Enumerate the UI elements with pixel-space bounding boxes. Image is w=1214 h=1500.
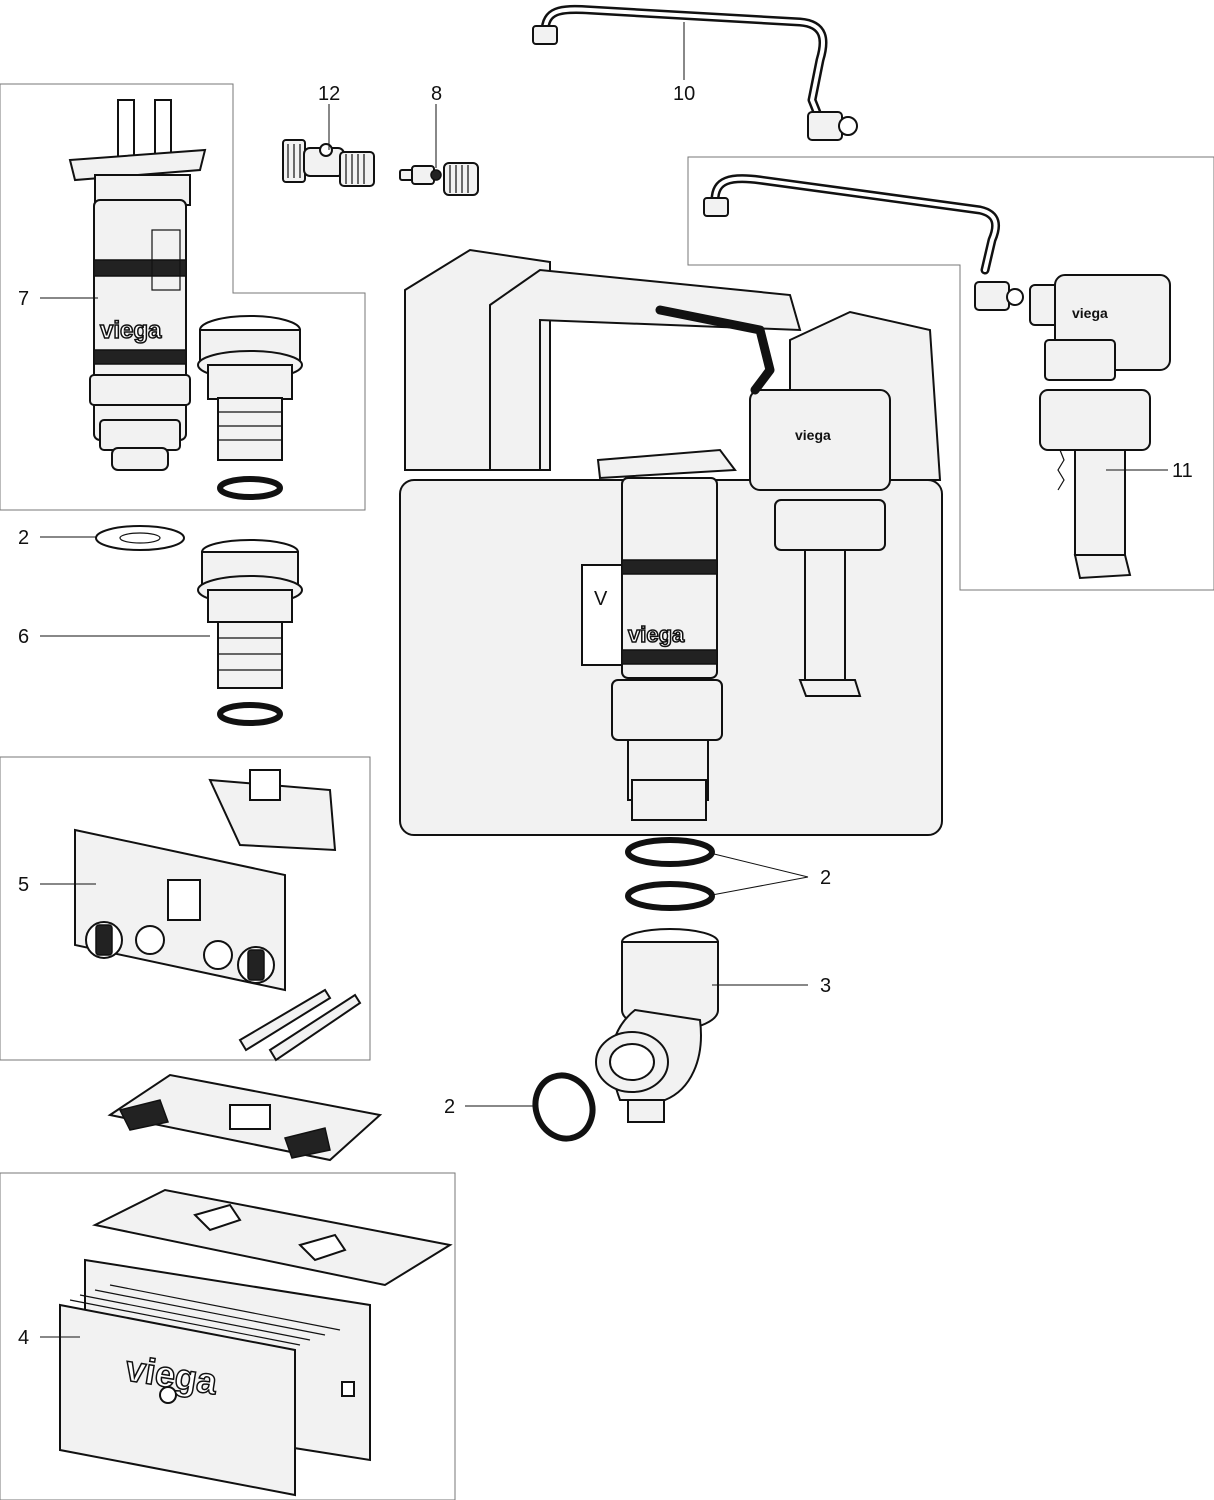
frame-mounting-plate-group [0, 756, 371, 1061]
fill-valve-part-11: viega [703, 174, 1171, 580]
frame-flush-valve-group [0, 83, 366, 511]
inner-valve-brand-text: viega [628, 622, 685, 647]
frame-protective-cover-group [0, 1172, 456, 1500]
angle-valve-part-12 [282, 139, 375, 187]
protective-cover-part-4: viega [59, 1188, 453, 1497]
callout-4: 4 [18, 1327, 29, 1349]
valve-insert-part-8 [399, 162, 479, 196]
callout-2-bottom: 2 [444, 1096, 455, 1118]
seal-ring-upper [625, 837, 715, 867]
seal-ring-lower [625, 881, 715, 911]
callout-2-top: 2 [18, 527, 29, 549]
cistern-assembly: V viega viega [399, 248, 943, 836]
adapter-in-frame [197, 315, 303, 500]
leader-lines [40, 22, 1168, 1338]
frame-fill-valve-group [687, 156, 1214, 591]
callout-5: 5 [18, 874, 29, 896]
hose-part-10 [532, 4, 858, 141]
callout-3: 3 [820, 975, 831, 997]
seal-ring-bend [532, 1072, 596, 1142]
cistern-window-mark: V [594, 588, 608, 610]
washer-part-2 [95, 525, 185, 551]
callout-2-mid: 2 [820, 867, 831, 889]
mounting-plate-part-5 [74, 769, 362, 1062]
callout-12: 12 [318, 83, 340, 105]
flush-bend-part-3 [595, 928, 719, 1123]
callout-8: 8 [431, 83, 442, 105]
callout-7: 7 [18, 288, 29, 310]
callout-11: 11 [1172, 460, 1193, 482]
adapter-part-6 [197, 539, 303, 726]
inner-fill-brand-text: viega [795, 427, 831, 443]
fill-valve-brand-text: viega [1072, 305, 1108, 321]
callout-10: 10 [673, 83, 695, 105]
flush-valve-part-7: viega [68, 99, 207, 471]
flush-valve-brand-text: viega [100, 317, 162, 344]
frame-plate [107, 1073, 383, 1162]
callout-6: 6 [18, 626, 29, 648]
